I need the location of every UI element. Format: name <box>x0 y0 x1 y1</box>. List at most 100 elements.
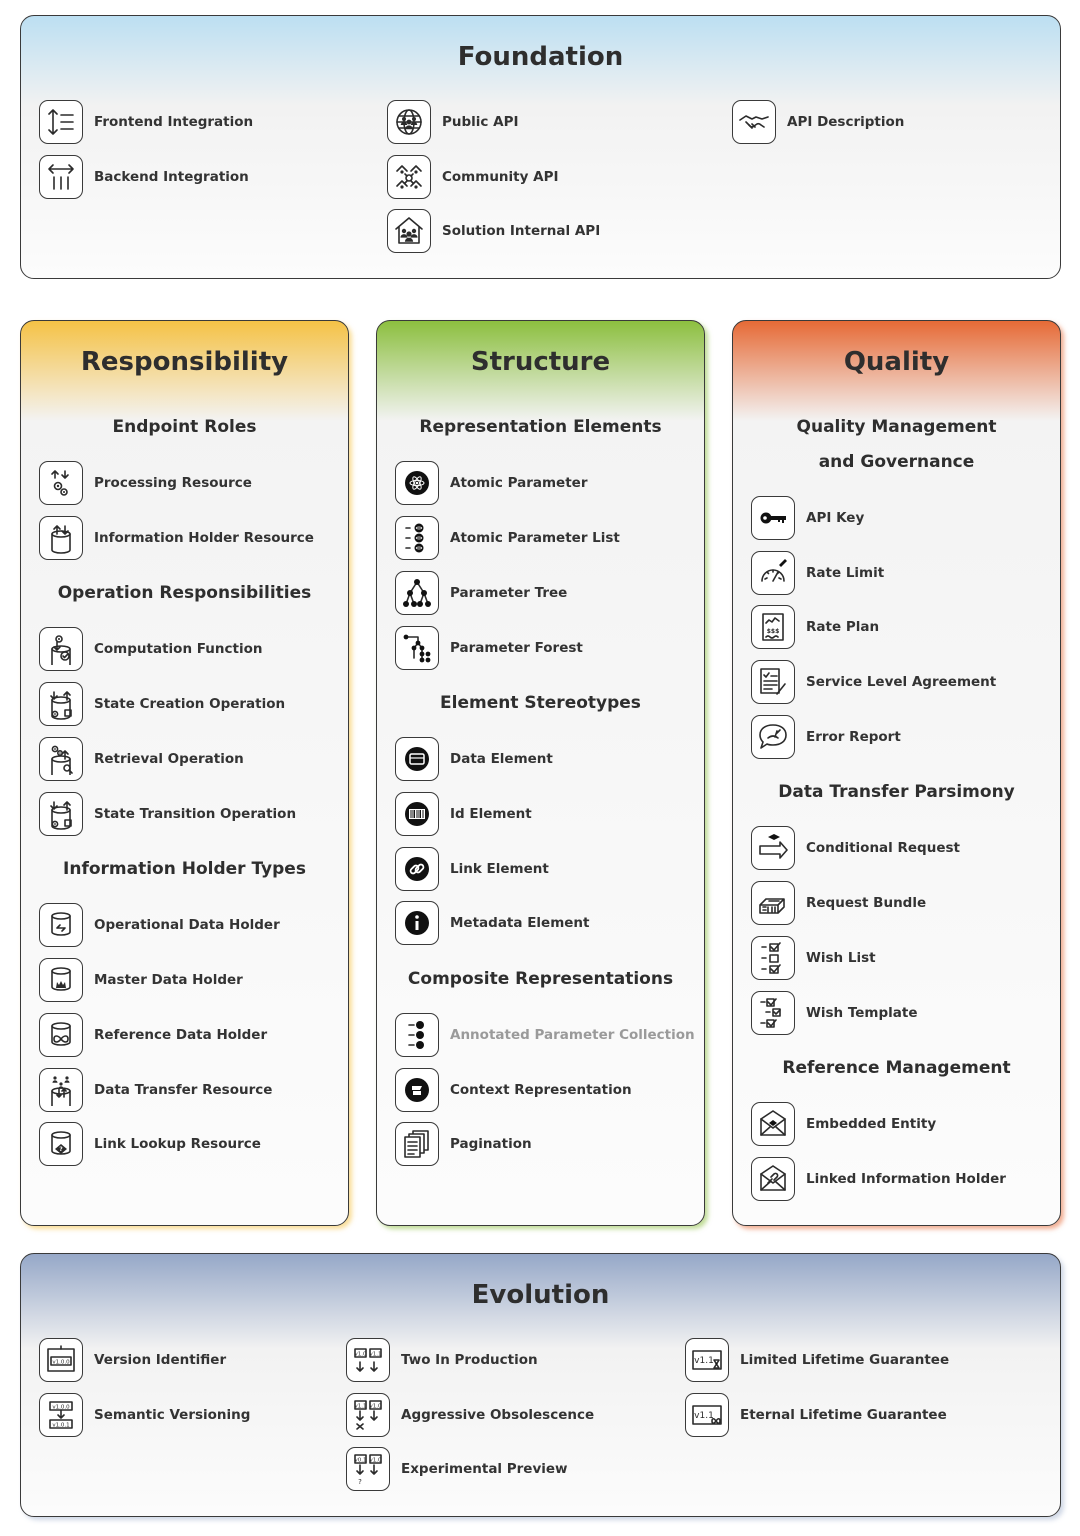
pattern-pagination: Pagination <box>395 1120 532 1168</box>
eternal-lifetime-guarantee-label: Eternal Lifetime Guarantee <box>740 1407 947 1423</box>
service-level-agreement-label: Service Level Agreement <box>806 674 997 690</box>
svg-text:v1.0: v1.0 <box>369 1457 382 1463</box>
backend-integration-label: Backend Integration <box>94 169 249 185</box>
solution-internal-api-icon <box>387 209 431 253</box>
service-level-agreement-icon <box>751 660 795 704</box>
structure-title: Structure <box>470 347 611 377</box>
atomic-parameter-list-icon <box>395 516 439 560</box>
retrieval-operation-icon <box>39 737 83 781</box>
state-creation-operation-label: State Creation Operation <box>94 696 286 712</box>
context-representation-icon <box>395 1068 439 1112</box>
foundation-title: Foundation <box>457 42 624 72</box>
frontend-integration-icon <box>39 100 83 144</box>
data-transfer-resource-label: Data Transfer Resource <box>94 1082 273 1098</box>
information-holder-resource-icon <box>39 516 83 560</box>
pattern-rate-limit: Rate Limit <box>751 549 884 597</box>
evolution-title: Evolution <box>471 1280 610 1310</box>
pattern-state-creation-operation: State Creation Operation <box>39 680 285 728</box>
pattern-computation-function: Computation Function <box>39 625 263 673</box>
information-holder-types-heading: Information Holder Types <box>63 859 306 879</box>
link-element-icon <box>395 847 439 891</box>
pattern-parameter-forest: Parameter Forest <box>395 624 583 672</box>
pattern-backend-integration: Backend Integration <box>39 153 249 201</box>
version-identifier-icon: v1.0.0 <box>39 1338 83 1382</box>
svg-text:$$$: $$$ <box>767 628 780 635</box>
context-representation-label: Context Representation <box>450 1082 632 1098</box>
pattern-context-representation: Context Representation <box>395 1066 632 1114</box>
quality-management-heading-line2: and Governance <box>818 452 975 472</box>
responsibility-title: Responsibility <box>80 347 289 377</box>
limited-lifetime-guarantee-icon: v1.1 <box>685 1338 729 1382</box>
computation-function-label: Computation Function <box>94 641 263 657</box>
pattern-api-key: API Key <box>751 494 864 542</box>
pattern-link-lookup-resource: ? Link Lookup Resource <box>39 1120 261 1168</box>
metadata-element-icon <box>395 901 439 945</box>
atomic-parameter-list-label: Atomic Parameter List <box>450 530 620 546</box>
public-api-label: Public API <box>442 114 519 130</box>
link-element-label: Link Element <box>450 861 549 877</box>
embedded-entity-icon <box>751 1102 795 1146</box>
pagination-label: Pagination <box>450 1136 532 1152</box>
quality-title: Quality <box>843 347 950 377</box>
experimental-preview-label: Experimental Preview <box>401 1461 568 1477</box>
link-lookup-resource-label: Link Lookup Resource <box>94 1136 261 1152</box>
state-transition-operation-icon <box>39 792 83 836</box>
pattern-information-holder-resource: Information Holder Resource <box>39 514 314 562</box>
parameter-tree-label: Parameter Tree <box>450 585 568 601</box>
pattern-atomic-parameter-list: Atomic Parameter List <box>395 514 620 562</box>
pattern-error-report: Error Report <box>751 713 901 761</box>
pattern-api-description: API Description <box>732 98 904 146</box>
svg-text:v1.0.0: v1.0.0 <box>52 1359 70 1365</box>
svg-text:v1.1: v1.1 <box>694 1356 714 1366</box>
svg-text:?: ? <box>59 1146 63 1153</box>
semantic-versioning-label: Semantic Versioning <box>94 1407 251 1423</box>
data-transfer-resource-icon <box>39 1068 83 1112</box>
computation-function-icon <box>39 627 83 671</box>
pattern-frontend-integration: Frontend Integration <box>39 98 253 146</box>
api-key-label: API Key <box>806 510 865 526</box>
pattern-service-level-agreement: Service Level Agreement <box>751 658 996 706</box>
api-description-label: API Description <box>787 114 905 130</box>
linked-information-holder-label: Linked Information Holder <box>806 1171 1006 1187</box>
conditional-request-icon <box>751 826 795 870</box>
error-report-label: Error Report <box>806 729 901 745</box>
state-creation-operation-icon <box>39 682 83 726</box>
parameter-forest-label: Parameter Forest <box>450 640 583 656</box>
svg-text:v1.1: v1.1 <box>354 1403 366 1409</box>
pattern-request-bundle: Request Bundle <box>751 879 926 927</box>
two-in-production-label: Two In Production <box>401 1352 538 1368</box>
frontend-integration-label: Frontend Integration <box>94 114 254 130</box>
pattern-rate-plan: $$$Rate Plan <box>751 603 879 651</box>
id-element-icon <box>395 792 439 836</box>
pattern-processing-resource: Processing Resource <box>39 459 252 507</box>
pattern-solution-internal-api: Solution Internal API <box>387 207 600 255</box>
request-bundle-icon <box>751 881 795 925</box>
pattern-retrieval-operation: Retrieval Operation <box>39 735 244 783</box>
pattern-id-element: Id Element <box>395 790 532 838</box>
rate-limit-label: Rate Limit <box>806 565 885 581</box>
annotated-parameter-collection-icon <box>395 1013 439 1057</box>
reference-data-holder-label: Reference Data Holder <box>94 1027 268 1043</box>
api-description-icon <box>732 100 776 144</box>
pattern-reference-data-holder: Reference Data Holder <box>39 1011 267 1059</box>
rate-limit-icon <box>751 551 795 595</box>
composite-representations-heading: Composite Representations <box>407 969 674 989</box>
pattern-atomic-parameter: Atomic Parameter <box>395 459 587 507</box>
pattern-metadata-element: Metadata Element <box>395 899 589 947</box>
quality-management-heading-line1: Quality Management <box>796 417 997 437</box>
master-data-holder-label: Master Data Holder <box>94 972 243 988</box>
pagination-icon <box>395 1122 439 1166</box>
parameter-tree-icon <box>395 571 439 615</box>
metadata-element-label: Metadata Element <box>450 915 590 931</box>
error-report-icon <box>751 715 795 759</box>
pattern-data-transfer-resource: Data Transfer Resource <box>39 1066 272 1114</box>
svg-text:?: ? <box>358 1478 362 1485</box>
